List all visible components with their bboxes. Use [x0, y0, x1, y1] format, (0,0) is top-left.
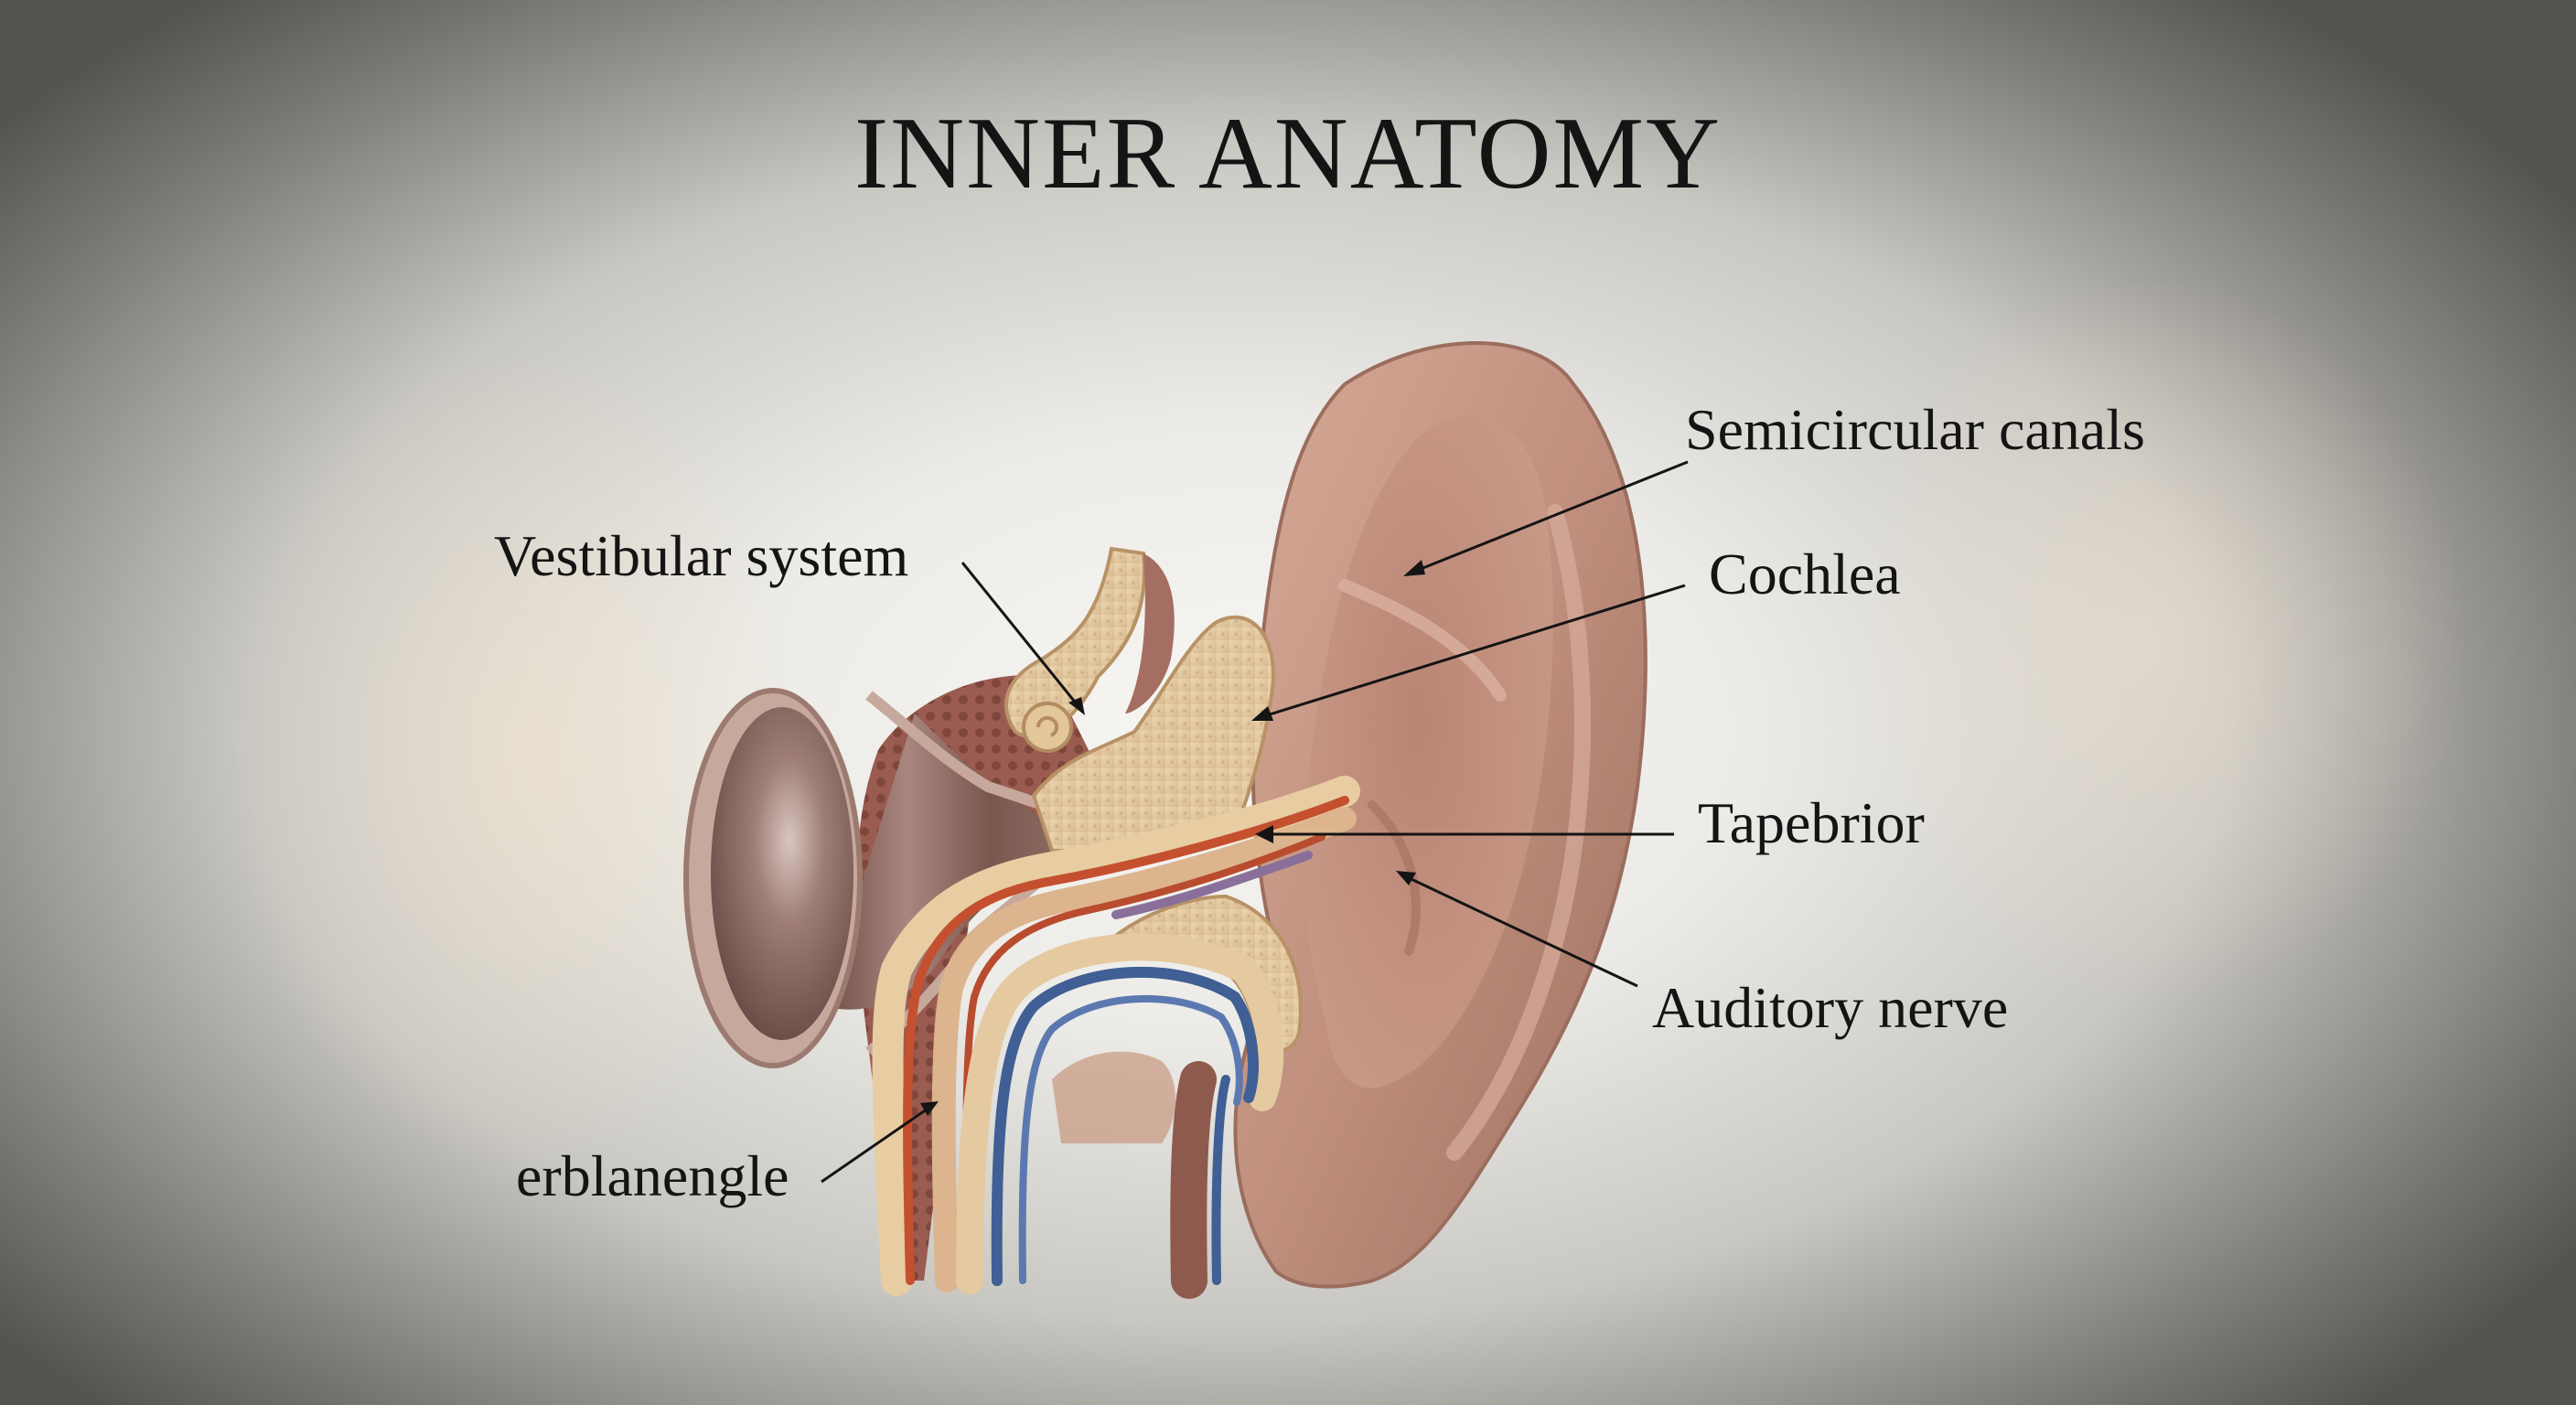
label-vestibular-system: Vestibular system — [494, 527, 908, 585]
label-erblanengle: erblanengle — [516, 1147, 789, 1206]
tissue-lobe — [1052, 1052, 1175, 1143]
label-semicircular-canals: Semicircular canals — [1685, 401, 2145, 459]
label-tapebrior: Tapebrior — [1698, 794, 1925, 853]
label-cochlea: Cochlea — [1709, 545, 1901, 604]
label-auditory-nerve: Auditory nerve — [1652, 979, 2008, 1037]
